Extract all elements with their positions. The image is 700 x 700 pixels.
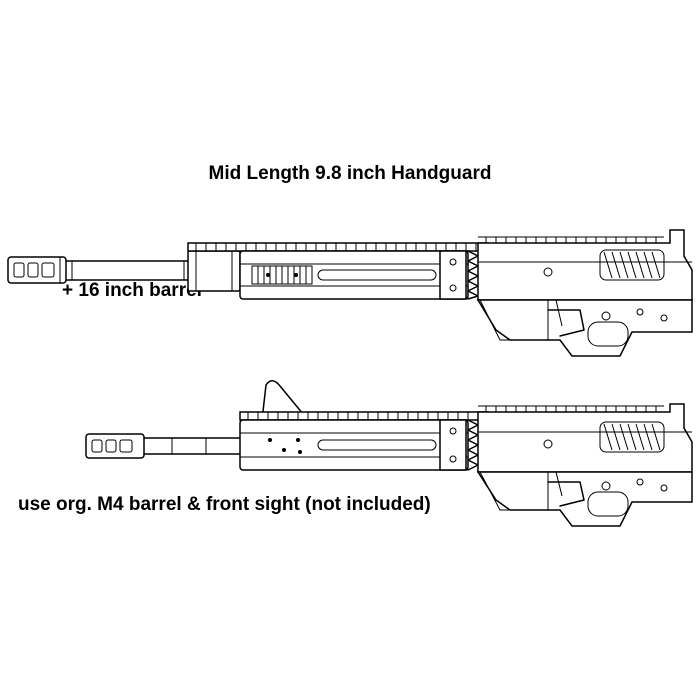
top-barrel [65,260,189,281]
bottom-handguard [239,419,469,471]
bottom-upper-receiver [477,403,693,473]
top-rifle-caption: + 16 inch barrel [62,280,202,301]
bottom-rifle-caption: use org. M4 barrel & front sight (not in… [18,494,431,515]
top-upper-receiver [477,229,693,301]
bottom-handguard-rail [239,411,489,421]
bottom-front-sight [261,380,310,421]
top-handguard [239,250,469,300]
top-handguard-rail [187,242,489,252]
bottom-muzzle-device [85,433,145,459]
top-rifle [7,229,693,357]
bottom-lower-receiver [476,471,693,527]
top-barrel-nut [467,250,479,300]
bottom-rifle [85,380,693,527]
bottom-barrel-nut [467,419,479,471]
top-lower-receiver [476,299,693,357]
diagram-title: Mid Length 9.8 inch Handguard [208,163,492,184]
top-muzzle-brake [7,256,67,284]
bottom-barrel [143,437,241,455]
